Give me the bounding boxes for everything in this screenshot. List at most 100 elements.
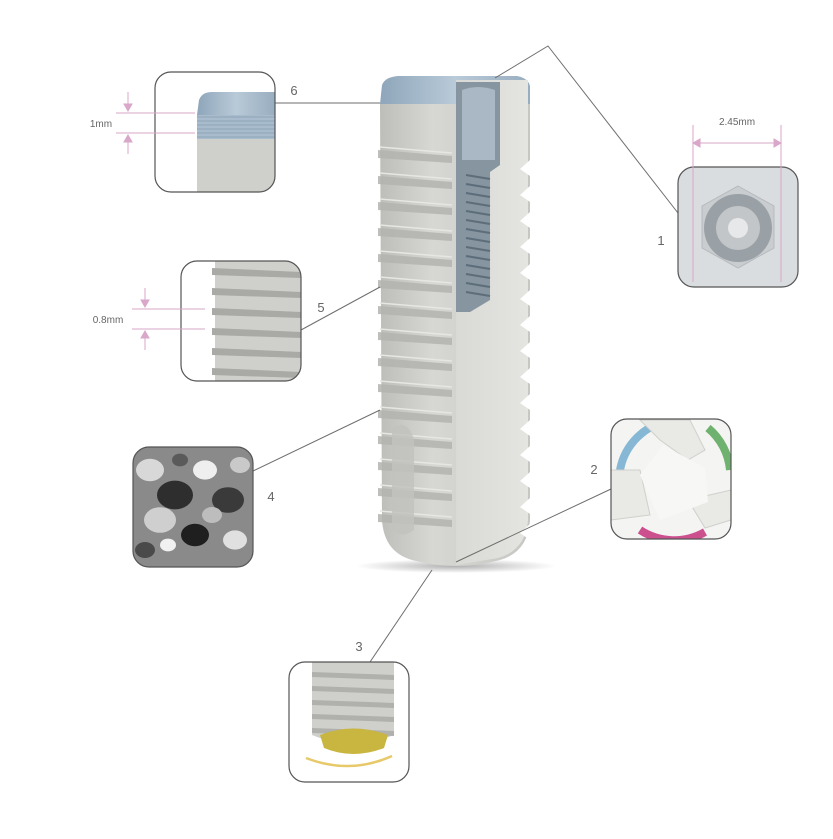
thread-notch bbox=[520, 264, 530, 280]
thread-notch bbox=[520, 394, 530, 410]
surface-pore bbox=[193, 460, 217, 480]
callout-2-number: 2 bbox=[590, 462, 597, 477]
implant bbox=[356, 76, 556, 573]
pitch-thread bbox=[212, 348, 301, 358]
thread-highlight bbox=[379, 406, 453, 414]
thread-highlight bbox=[379, 302, 453, 310]
surface-pore bbox=[157, 480, 193, 510]
thread-notch bbox=[520, 186, 530, 202]
inner-thread-line bbox=[465, 237, 491, 243]
thread-ridge bbox=[378, 358, 452, 371]
thread-notch bbox=[520, 238, 530, 254]
thread-notch bbox=[520, 498, 530, 514]
leader-line-4 bbox=[252, 409, 381, 472]
thread-ridge bbox=[378, 228, 452, 241]
thread-notch bbox=[520, 446, 530, 462]
pitch-thread bbox=[212, 368, 301, 378]
thread-highlight bbox=[379, 146, 453, 154]
apex-thread bbox=[312, 700, 394, 708]
callout-5: 0.8mm 5 bbox=[93, 260, 325, 382]
thread-highlight bbox=[379, 354, 453, 362]
callout-2: 2 bbox=[590, 418, 732, 540]
thread-highlight bbox=[379, 172, 453, 180]
thread-notch bbox=[520, 420, 530, 436]
inner-thread-line bbox=[465, 246, 491, 252]
thread-highlight bbox=[379, 380, 453, 388]
leader-line-2 bbox=[455, 488, 612, 563]
inner-thread-line bbox=[465, 201, 491, 207]
leader-lines bbox=[252, 45, 679, 663]
inner-thread-line bbox=[465, 273, 491, 279]
thread-ridge bbox=[378, 410, 452, 423]
inner-thread-line bbox=[465, 219, 491, 225]
leader-line-5 bbox=[300, 286, 381, 331]
pitch-thread-edge bbox=[207, 335, 215, 347]
thread-ridge bbox=[378, 176, 452, 189]
leader-line-3 bbox=[369, 569, 433, 663]
thread-notch bbox=[520, 290, 530, 306]
thread-notch bbox=[520, 160, 530, 176]
surface-pore bbox=[135, 542, 155, 558]
callout-6: 1mm 6 bbox=[90, 71, 298, 193]
pitch-thread-edge bbox=[207, 315, 215, 327]
surface-pore bbox=[160, 538, 176, 552]
thread-ridge bbox=[378, 254, 452, 267]
apex-thread bbox=[312, 686, 394, 694]
leader-line-1 bbox=[494, 45, 679, 214]
callout-3-number: 3 bbox=[355, 639, 362, 654]
thread-highlight bbox=[379, 198, 453, 206]
apex-thread bbox=[312, 672, 394, 680]
pitch-thread-edge bbox=[207, 295, 215, 307]
thread-ridge bbox=[378, 384, 452, 397]
callout-4-number: 4 bbox=[267, 489, 274, 504]
callout-4: 4 bbox=[132, 446, 275, 568]
inner-thread-line bbox=[465, 255, 491, 261]
pitch-thread-edge bbox=[207, 355, 215, 367]
inner-thread-line bbox=[465, 210, 491, 216]
surface-pore bbox=[202, 507, 222, 523]
inner-thread-line bbox=[465, 183, 491, 189]
surface-pore bbox=[223, 530, 247, 550]
thread-ridge bbox=[378, 280, 452, 293]
thread-notch bbox=[520, 368, 530, 384]
callout-3: 3 bbox=[288, 639, 410, 783]
surface-pore bbox=[144, 507, 176, 533]
apex-thread bbox=[312, 714, 394, 722]
callout-5-number: 5 bbox=[317, 300, 324, 315]
thread-highlight bbox=[379, 250, 453, 258]
thread-notch bbox=[520, 342, 530, 358]
thread-ridge bbox=[378, 150, 452, 163]
callout-6-number: 6 bbox=[290, 83, 297, 98]
pitch-thread bbox=[212, 288, 301, 298]
internal-threads bbox=[465, 174, 491, 297]
pitch-thread-edge bbox=[207, 275, 215, 287]
inner-thread-line bbox=[465, 174, 491, 180]
thread-notch bbox=[520, 472, 530, 488]
surface-pore bbox=[212, 487, 244, 513]
callout-6-dimension: 1mm bbox=[90, 119, 112, 130]
thread-notch bbox=[520, 212, 530, 228]
inner-thread-line bbox=[465, 282, 491, 288]
surface-pore bbox=[230, 457, 250, 473]
thread-ridge bbox=[378, 202, 452, 215]
thread-ridge bbox=[378, 332, 452, 345]
pitch-thread-edge bbox=[207, 375, 215, 381]
inner-thread-line bbox=[465, 192, 491, 198]
thread-highlight bbox=[379, 224, 453, 232]
thread-highlight bbox=[379, 276, 453, 284]
surface-pore bbox=[172, 453, 188, 467]
inner-thread-line bbox=[465, 264, 491, 270]
apex-groove bbox=[392, 424, 414, 535]
inner-thread-line bbox=[465, 291, 491, 297]
thread-highlight bbox=[379, 328, 453, 336]
internal-bore bbox=[462, 87, 495, 160]
callout-1-dimension: 2.45mm bbox=[719, 117, 755, 128]
thread-notch bbox=[520, 316, 530, 332]
inner-thread-line bbox=[465, 228, 491, 234]
thread-ridge bbox=[378, 306, 452, 319]
pitch-thread bbox=[212, 308, 301, 318]
callout-1-number: 1 bbox=[657, 233, 664, 248]
external-threads-right bbox=[520, 160, 530, 540]
pitch-thread bbox=[212, 268, 301, 278]
